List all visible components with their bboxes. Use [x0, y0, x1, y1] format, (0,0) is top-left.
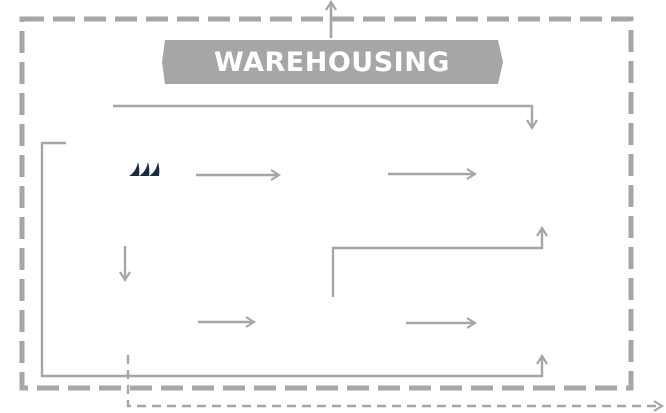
top-flow-arrow — [113, 104, 532, 128]
warehousing-banner: WAREHOUSING — [162, 40, 503, 84]
warehouse-boundary — [19, 16, 634, 391]
banner-title: WAREHOUSING — [214, 47, 450, 78]
banner-shape — [162, 40, 503, 84]
bottom-exit-dashed-arrow — [126, 355, 662, 406]
perimeter-flow-arrow — [40, 141, 542, 378]
three-sails-logo-icon — [129, 162, 160, 176]
flow-arrow-middle-elbow — [331, 228, 542, 297]
